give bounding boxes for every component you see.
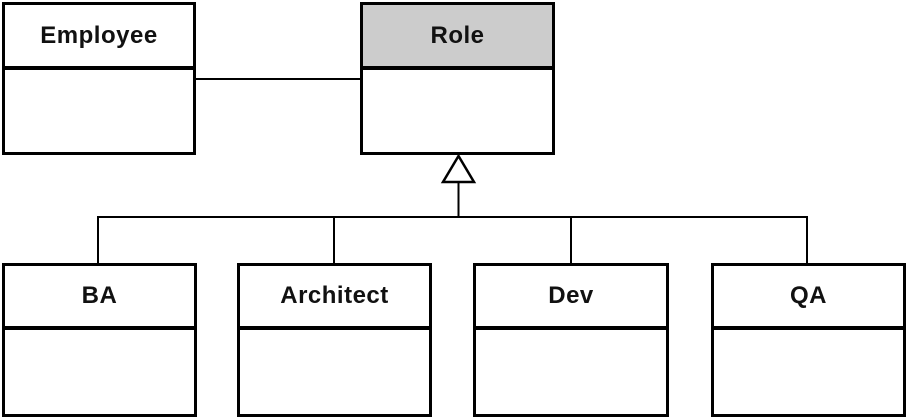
class-body-role xyxy=(363,70,552,152)
class-name-architect: Architect xyxy=(240,266,429,330)
class-box-role: Role xyxy=(360,2,555,155)
class-name-dev: Dev xyxy=(476,266,666,330)
generalization-arrowhead-icon xyxy=(440,153,477,184)
class-body-employee xyxy=(5,70,193,152)
class-box-qa: QA xyxy=(711,263,906,417)
class-name-employee: Employee xyxy=(5,5,193,70)
class-box-architect: Architect xyxy=(237,263,432,417)
class-name-qa: QA xyxy=(714,266,903,330)
class-name-role: Role xyxy=(363,5,552,70)
class-body-architect xyxy=(240,330,429,414)
class-box-ba: BA xyxy=(2,263,197,417)
class-body-dev xyxy=(476,330,666,414)
class-body-ba xyxy=(5,330,194,414)
class-body-qa xyxy=(714,330,903,414)
class-box-employee: Employee xyxy=(2,2,196,155)
class-name-ba: BA xyxy=(5,266,194,330)
class-box-dev: Dev xyxy=(473,263,669,417)
